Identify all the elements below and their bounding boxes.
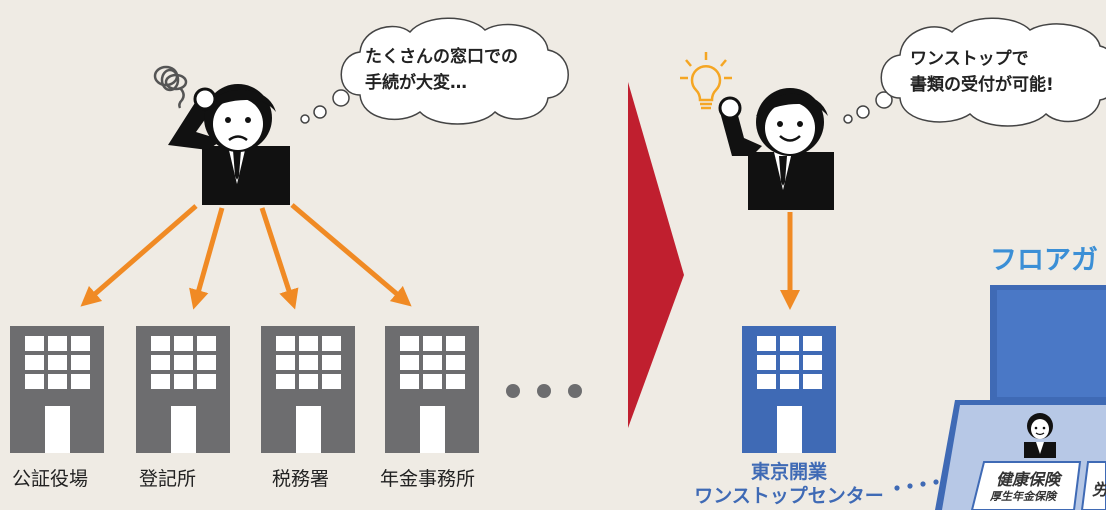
arrows-to-offices xyxy=(80,203,412,310)
thought-dot xyxy=(332,89,350,107)
building-pension xyxy=(385,326,479,453)
thought-dot xyxy=(856,105,870,119)
happy-person-figure xyxy=(718,88,834,210)
center-label: 東京開業 ワンストップセンター xyxy=(694,460,884,508)
lightbulb-icon xyxy=(680,52,732,110)
floor-guide-title: フロアガ xyxy=(990,245,1098,276)
center-label-line-2: ワンストップセンター xyxy=(694,485,884,507)
arrow xyxy=(189,207,225,310)
confusion-icon xyxy=(153,65,188,109)
ellipsis-dot xyxy=(537,384,551,398)
office-label-notary: 公証役場 xyxy=(12,468,89,490)
one-stop-center-building xyxy=(742,326,836,453)
thought-dot xyxy=(300,114,310,124)
ellipsis-dot xyxy=(506,384,520,398)
office-label-pension: 年金事務所 xyxy=(380,468,476,490)
office-buildings xyxy=(10,326,479,453)
thought-dot xyxy=(875,91,893,109)
office-label-registry: 登記所 xyxy=(139,468,197,490)
thought-bubble-left xyxy=(340,17,569,125)
counter-plate-cut: 労 xyxy=(1092,476,1106,500)
arrow xyxy=(290,203,412,307)
building-registry xyxy=(136,326,230,453)
counter-plate-sub: 厚生年金保険 xyxy=(990,490,1056,503)
transition-arrow xyxy=(628,82,684,428)
floor-guide-illustration xyxy=(935,285,1106,510)
ellipsis-dot xyxy=(568,384,582,398)
thought-dot xyxy=(313,105,327,119)
thought-bubble-right xyxy=(880,17,1106,127)
right-bubble-line-1: ワンストップで xyxy=(910,49,1029,69)
arrow xyxy=(259,207,299,310)
worried-person-figure xyxy=(153,65,290,205)
right-bubble-line-2: 書類の受付が可能! xyxy=(910,75,1054,95)
arrow xyxy=(80,204,198,307)
building-notary xyxy=(10,326,104,453)
thought-dot xyxy=(843,114,853,124)
building-tax xyxy=(261,326,355,453)
office-label-tax: 税務署 xyxy=(272,468,330,490)
center-label-line-1: 東京開業 xyxy=(750,461,827,483)
left-bubble-line-2: 手続が大変… xyxy=(365,73,467,93)
left-bubble-line-1: たくさんの窓口での xyxy=(365,47,518,67)
counter-plate-main: 健康保険 xyxy=(996,470,1061,489)
